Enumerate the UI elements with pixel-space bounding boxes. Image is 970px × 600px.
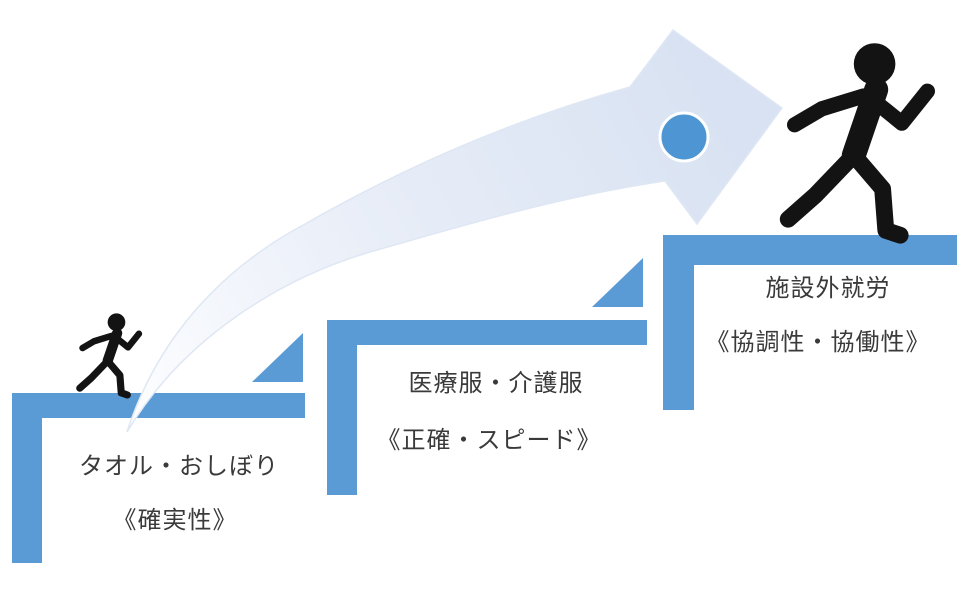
step-3-trait: 《協調性・協働性》 bbox=[705, 329, 931, 356]
step-1-platform bbox=[12, 393, 305, 418]
milestone-dot-icon bbox=[658, 111, 710, 163]
step-3-riser bbox=[663, 235, 694, 410]
running-person-large-icon bbox=[788, 43, 927, 235]
step-1-label: タオル・おしぼり bbox=[79, 453, 279, 480]
step-3 bbox=[663, 235, 957, 410]
step-3-label: 施設外就労 bbox=[765, 275, 891, 302]
step-3-platform bbox=[663, 235, 957, 265]
step-1 bbox=[12, 333, 305, 563]
step-2-riser bbox=[327, 320, 357, 495]
step-2-label: 医療服・介護服 bbox=[408, 370, 584, 397]
step-2 bbox=[327, 258, 647, 495]
step-2-platform bbox=[327, 320, 647, 345]
step-1-corner-triangle-icon bbox=[252, 333, 303, 382]
running-person-small-icon bbox=[80, 313, 139, 395]
step-2-corner-triangle-icon bbox=[592, 258, 643, 307]
step-1-riser bbox=[12, 393, 42, 563]
step-2-trait: 《正確・スピード》 bbox=[376, 427, 602, 454]
growth-arrow-icon bbox=[126, 28, 784, 433]
step-1-trait: 《確実性》 bbox=[112, 507, 238, 534]
